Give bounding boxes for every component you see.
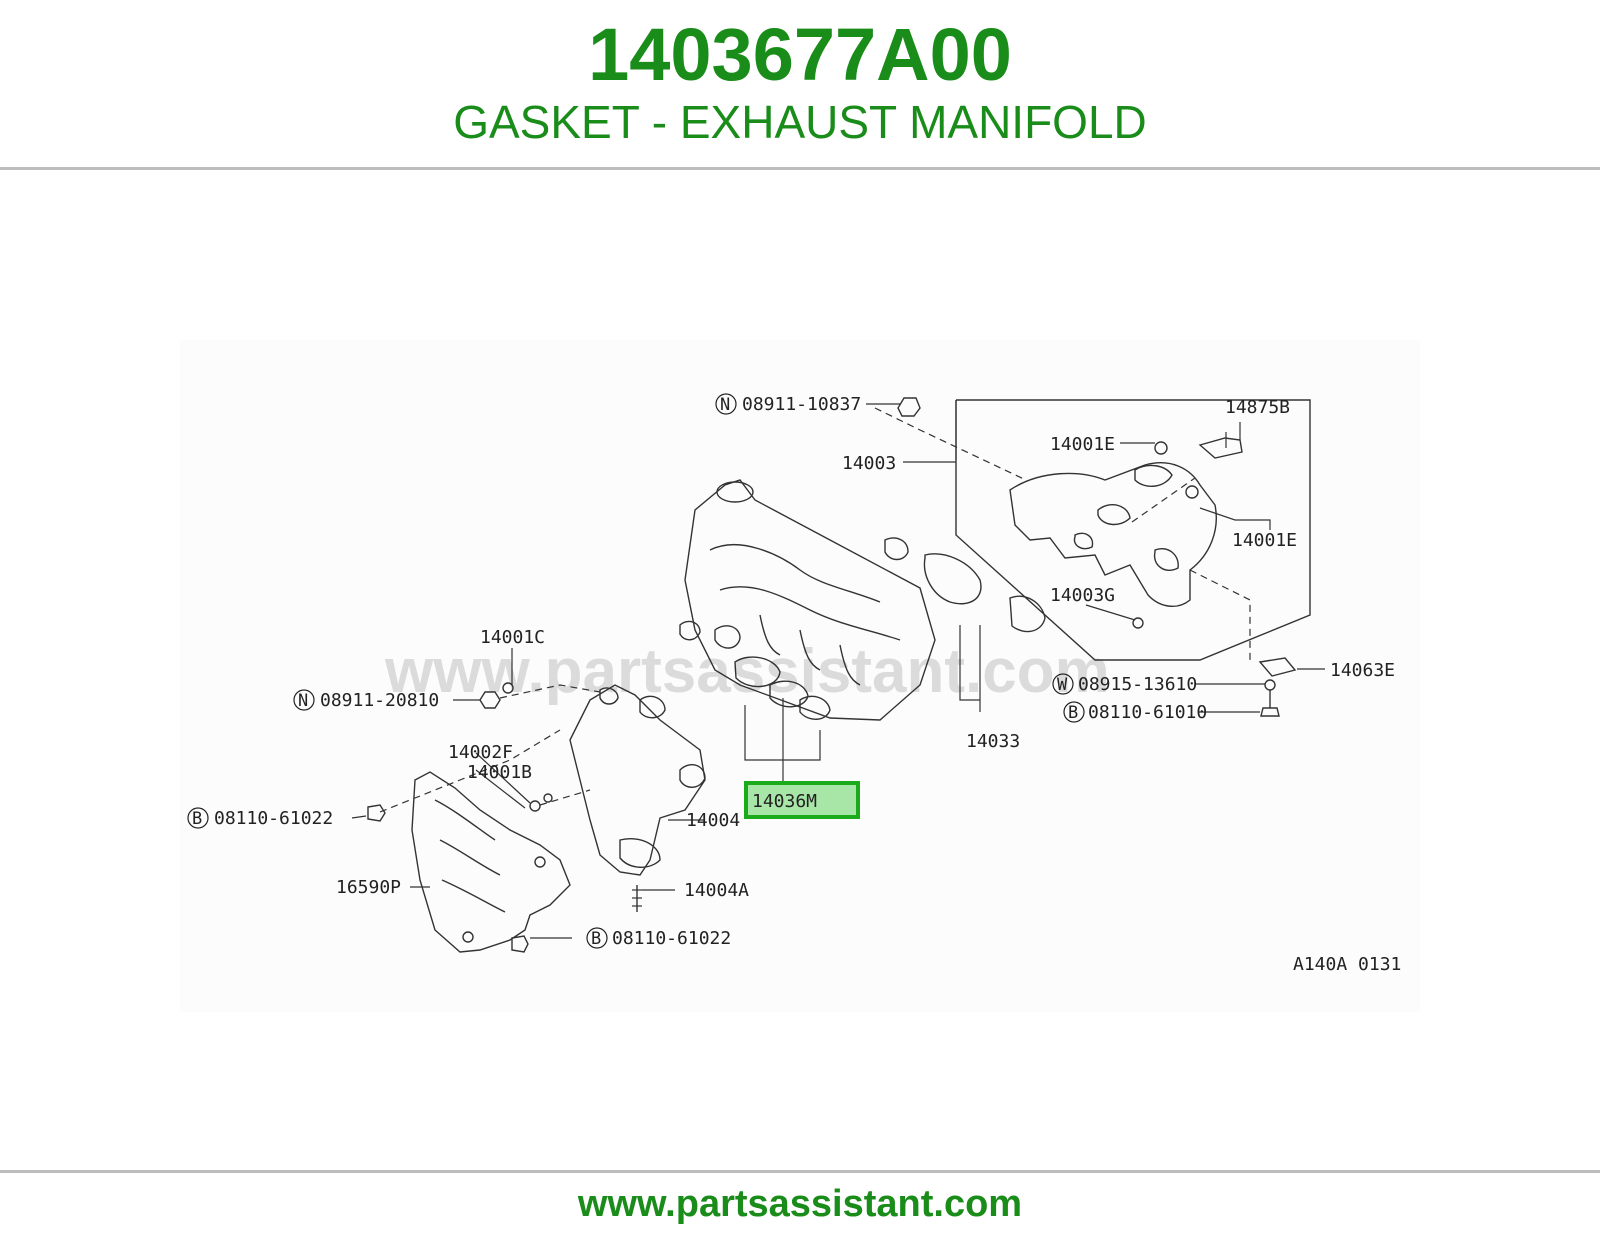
diagram-reference-code: A140A 0131 bbox=[1293, 954, 1401, 975]
assembly-line-heat-shield bbox=[379, 729, 561, 813]
label-08911-20810[interactable]: 08911-20810 bbox=[320, 690, 439, 711]
manifold-side-flange bbox=[679, 764, 706, 788]
label-14063E[interactable]: 14063E bbox=[1330, 660, 1395, 681]
nut-14001E-right bbox=[1185, 485, 1199, 499]
label-08110-61022-left[interactable]: 08110-61022 bbox=[214, 808, 333, 829]
leader-14003G bbox=[1085, 604, 1136, 621]
label-14001E-top[interactable]: 14001E bbox=[1050, 434, 1115, 455]
label-14004A[interactable]: 14004A bbox=[684, 880, 749, 901]
heat-shield-16590P bbox=[411, 771, 571, 953]
washer-14002F bbox=[543, 793, 553, 803]
intake-gasket-port-1 bbox=[884, 537, 909, 561]
manifold-port-left bbox=[1073, 532, 1094, 550]
label-08110-61010[interactable]: 08110-61010 bbox=[1088, 702, 1207, 723]
nut-14001E-top bbox=[1154, 441, 1168, 455]
heat-shield-outline bbox=[411, 771, 571, 953]
label-14003G[interactable]: 14003G bbox=[1050, 585, 1115, 606]
cylinder-head bbox=[684, 479, 936, 721]
prefix-b-letter-1: B bbox=[1068, 703, 1078, 723]
nut-14003G bbox=[1132, 617, 1144, 629]
leader-14001E-right bbox=[1199, 507, 1271, 530]
highlighted-part-box[interactable] bbox=[744, 781, 860, 819]
prefix-n-symbol-2 bbox=[293, 689, 315, 711]
manifold-port-center bbox=[1097, 504, 1131, 526]
exhaust-manifold-body bbox=[569, 684, 706, 876]
footer-divider bbox=[0, 1170, 1600, 1173]
header-divider bbox=[0, 167, 1600, 170]
stud-bracket-14875B bbox=[1198, 437, 1243, 459]
cylinder-head-outline bbox=[684, 479, 936, 721]
label-14003[interactable]: 14003 bbox=[842, 453, 896, 474]
bolt-08110-61022-bottom bbox=[511, 935, 529, 953]
footer-website-link[interactable]: www.partsassistant.com bbox=[577, 1183, 1023, 1225]
label-08110-61022-bottom[interactable]: 08110-61022 bbox=[612, 928, 731, 949]
exhaust-gasket-port-4 bbox=[799, 695, 831, 720]
heat-shield-hole-2 bbox=[534, 856, 546, 868]
manifold-outlet-flange bbox=[619, 838, 661, 868]
head-ports bbox=[759, 614, 861, 686]
part-title-heading: GASKET - EXHAUST MANIFOLD bbox=[453, 96, 1147, 148]
prefix-w-letter: W bbox=[1057, 675, 1068, 695]
manifold-inlet-1 bbox=[639, 695, 666, 719]
manifold-port-top bbox=[1134, 464, 1173, 487]
leader-14001B bbox=[475, 769, 526, 809]
label-14001C[interactable]: 14001C bbox=[480, 627, 545, 648]
exhaust-manifold-14004 bbox=[569, 684, 706, 912]
label-14033[interactable]: 14033 bbox=[966, 731, 1020, 752]
nut-08911-10837 bbox=[897, 397, 921, 417]
prefix-n-letter-1: N bbox=[720, 395, 730, 415]
washer-14001C bbox=[502, 682, 514, 694]
gasket-set bbox=[679, 537, 1046, 720]
manifold-inlet-2 bbox=[599, 687, 619, 705]
intake-gasket-port-2 bbox=[923, 553, 982, 605]
prefix-b-symbol-3 bbox=[586, 927, 608, 949]
intake-gasket-port-3 bbox=[1009, 595, 1046, 633]
cam-cap bbox=[716, 481, 754, 503]
watermark: www.partsassistant.com bbox=[384, 637, 1110, 706]
head-rib-upper bbox=[709, 544, 881, 603]
exploded-parts-diagram: www.partsassistant.com bbox=[180, 340, 1420, 1012]
stud-centerline-right bbox=[1189, 569, 1251, 660]
prefix-b-symbol-2 bbox=[187, 807, 209, 829]
assembly-line-stud bbox=[499, 684, 601, 699]
exhaust-gasket-end bbox=[679, 620, 701, 641]
prefix-n-letter-2: N bbox=[298, 691, 308, 711]
prefix-b-letter-2: B bbox=[192, 809, 202, 829]
prefix-w-symbol bbox=[1052, 673, 1074, 695]
label-14001E-right[interactable]: 14001E bbox=[1232, 530, 1297, 551]
washer-08915-13610 bbox=[1264, 679, 1276, 691]
label-08911-10837[interactable]: 08911-10837 bbox=[742, 394, 861, 415]
prefix-b-symbol-1 bbox=[1063, 701, 1085, 723]
diagram-canvas: www.partsassistant.com bbox=[187, 393, 1401, 975]
manifold-port-lower bbox=[1153, 548, 1179, 571]
label-14875B[interactable]: 14875B bbox=[1225, 397, 1290, 418]
heat-shield-hole bbox=[462, 931, 474, 943]
label-14004[interactable]: 14004 bbox=[686, 810, 740, 831]
washer-14001B bbox=[529, 800, 541, 812]
head-rib-lower bbox=[719, 586, 901, 641]
assembly-line-washer bbox=[539, 789, 591, 806]
label-08915-13610[interactable]: 08915-13610 bbox=[1078, 674, 1197, 695]
label-16590P[interactable]: 16590P bbox=[336, 877, 401, 898]
stud-centerline-top bbox=[874, 407, 1027, 481]
prefix-b-letter-3: B bbox=[591, 929, 601, 949]
part-number-heading: 1403677A00 bbox=[588, 13, 1012, 96]
leader-14033-bracket bbox=[959, 625, 981, 701]
label-14001B[interactable]: 14001B bbox=[467, 762, 532, 783]
group-bracket-14003 bbox=[955, 399, 1311, 661]
prefix-n-symbol-1 bbox=[715, 393, 737, 415]
label-14036M[interactable]: 14036M bbox=[752, 791, 817, 812]
exhaust-gasket-port-1 bbox=[714, 625, 741, 649]
stud-centerline-mid bbox=[1131, 477, 1196, 523]
leader-08110-61022-left bbox=[351, 815, 367, 819]
leader-14002F bbox=[475, 752, 531, 804]
bolt-08110-61022-left bbox=[367, 804, 386, 822]
heat-shield-ribs bbox=[434, 799, 506, 913]
exhaust-gasket-port-2 bbox=[734, 656, 781, 688]
bolt-08110-61010-head bbox=[1260, 707, 1280, 717]
bracket-14063E bbox=[1258, 657, 1297, 677]
label-14002F[interactable]: 14002F bbox=[448, 742, 513, 763]
